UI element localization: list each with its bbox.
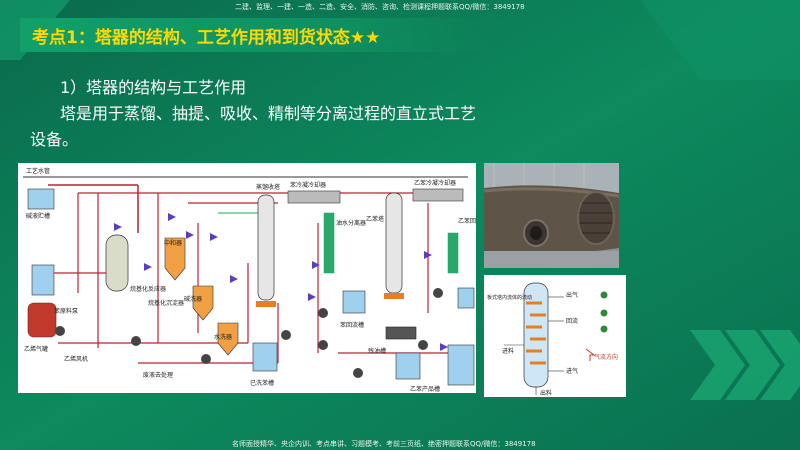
indicator-dot-1	[600, 291, 608, 299]
footer-banner: 名师面授精华、央企内训、考点串讲、习题模考、考前三页纸、绝密押题联系QQ/微信：…	[232, 440, 536, 448]
label-gas-in: 进气	[566, 367, 578, 375]
indicator-dot-2	[600, 309, 608, 317]
label-gas-flow: 气流方向	[594, 353, 618, 361]
decorative-chevrons	[690, 330, 800, 400]
label-alkylator: 烷基化反应器	[130, 285, 166, 293]
washer-icon	[192, 285, 214, 321]
slide-title: 考点1：塔器的结构、工艺作用和到货状态★★	[32, 27, 381, 48]
feed-tank-icon	[31, 264, 55, 296]
label-distill-tower: 蒸馏收塔	[256, 183, 280, 191]
residue-tank-icon	[395, 352, 421, 380]
label-ethylbenzene-cooler: 乙苯冷凝冷却器	[414, 179, 456, 187]
slide-title-bar: 考点1：塔器的结构、工艺作用和到货状态★★	[20, 18, 490, 52]
paragraph-line-2: 设备。	[30, 130, 79, 149]
process-flow-svg: 工艺水管 碱液贮槽 苯原料泵 乙烯气罐 乙烯风机 烷基化反应器 烷基化沉淀器 中…	[23, 167, 488, 393]
label-reflux: 回流	[566, 317, 578, 325]
tower-photo-svg	[483, 163, 620, 268]
header-banner: 二建、监理、一建、一造、二造、安全、消防、咨询、检测课程押题联系QQ/微信：38…	[235, 3, 525, 11]
distillation-tower-icon	[257, 194, 275, 301]
indicator-dot-3	[600, 325, 608, 333]
plate-tower-diagram: 板式塔内流体的流动 出气 回流 进料 进气 出料 气流方向	[484, 275, 626, 397]
label-settler: 烷基化沉淀器	[148, 299, 184, 307]
label-feed-pump: 苯原料泵	[54, 307, 78, 315]
label-waste-treatment: 废液去处理	[143, 371, 173, 379]
label-ethylene-tank: 乙烯气罐	[24, 345, 48, 353]
label-ethylbenzene-tower: 乙苯塔	[366, 215, 384, 223]
pump-icons	[55, 288, 443, 378]
benzene-cooler-icon	[287, 190, 341, 204]
label-neutralizer: 中和器	[164, 239, 182, 247]
process-flow-diagram: 工艺水管 碱液贮槽 苯原料泵 乙烯气罐 乙烯风机 烷基化反应器 烷基化沉淀器 中…	[18, 163, 488, 393]
label-product-tank: 乙苯产品槽	[410, 385, 440, 393]
washed-tank-icon	[252, 342, 278, 372]
label-benzene-cooler: 苯冷凝冷却器	[290, 181, 326, 189]
label-ethylbenzene-recycle: 乙苯回流槽	[458, 217, 476, 225]
neutralizer-icon	[164, 237, 186, 281]
label-ethylene-fan: 乙烯风机	[64, 355, 88, 363]
label-residue-tank: 残油槽	[368, 347, 386, 355]
label-water-pipe: 工艺水管	[26, 167, 50, 175]
flow-arrow-icon	[585, 348, 596, 361]
label-liquid-out: 出料	[540, 389, 552, 397]
label-water-washer: 水洗器	[214, 333, 232, 341]
ethylbenzene-tower-icon	[385, 192, 403, 294]
label-feed: 进料	[502, 347, 514, 355]
ethylbenzene-cooler-icon	[412, 188, 464, 202]
plate-tower-svg: 板式塔内流体的流动 出气 回流 进料 进气 出料 气流方向	[487, 282, 618, 397]
label-recycle-tank: 苯回流槽	[340, 321, 364, 329]
label-washer: 碱洗器	[184, 295, 202, 303]
label-wash-tank: 碱液贮槽	[26, 212, 50, 220]
ethylene-tank-icon	[27, 302, 57, 338]
subheading: 1）塔器的结构与工艺作用	[60, 78, 247, 97]
label-water-separator: 油水分离器	[336, 219, 366, 227]
water-washer-icon	[217, 322, 239, 356]
label-gas-out: 出气	[566, 291, 578, 299]
product-tank-icon	[447, 344, 475, 386]
label-washed-tank: 已洗苯槽	[250, 379, 274, 387]
recycle-tank-icon	[342, 290, 366, 314]
label-side-note: 板式塔内流体的流动	[487, 294, 532, 301]
valve-icons	[114, 213, 448, 351]
alkylator-icon	[105, 234, 129, 292]
paragraph-line-1: 塔是用于蒸馏、抽提、吸收、精制等分离过程的直立式工艺	[60, 104, 477, 123]
wash-tank-icon	[27, 188, 55, 210]
tower-equipment-photo	[483, 163, 620, 268]
